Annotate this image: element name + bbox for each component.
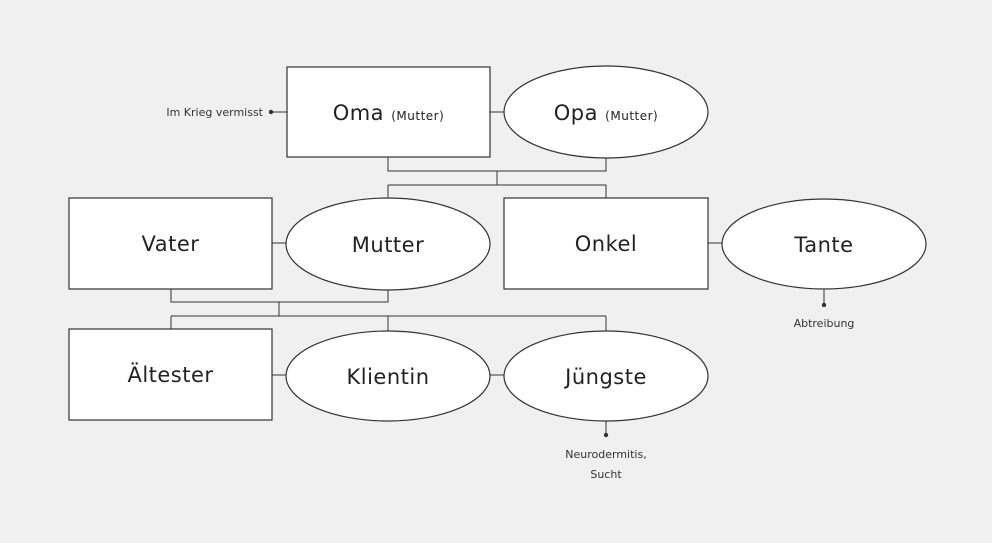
node-label-juengste: Jüngste	[563, 365, 647, 389]
parents-descent-line	[170, 289, 389, 303]
note-juengste-line-1: Neurodermitis,	[565, 448, 646, 461]
node-label-aeltester: Ältester	[127, 362, 213, 387]
male-square-oma	[286, 66, 491, 158]
node-mutter[interactable]: Mutter	[285, 197, 491, 291]
note-tante: Abtreibung	[794, 317, 855, 330]
female-ellipse-opa	[503, 65, 709, 159]
node-label-onkel: Onkel	[575, 232, 638, 256]
node-label-oma: Oma (Mutter)	[333, 101, 445, 125]
node-label-mutter: Mutter	[352, 233, 424, 257]
node-oma[interactable]: Oma (Mutter)	[286, 66, 491, 158]
note-dot-oma	[268, 109, 274, 115]
node-aeltester[interactable]: Ältester	[68, 328, 273, 421]
annotation-leaders	[268, 109, 827, 438]
node-label-vater: Vater	[142, 232, 200, 256]
node-vater[interactable]: Vater	[68, 197, 273, 290]
female-ellipse-mutter	[285, 197, 491, 291]
female-ellipse-juengste	[503, 330, 709, 422]
note-juengste-line-2: Sucht	[590, 468, 622, 481]
node-tante[interactable]: Tante	[721, 198, 927, 290]
male-square-aeltester	[68, 328, 273, 421]
node-klientin[interactable]: Klientin	[285, 330, 491, 422]
node-label-opa: Opa (Mutter)	[554, 101, 658, 125]
node-label-klientin: Klientin	[346, 365, 429, 389]
female-ellipse-klientin	[285, 330, 491, 422]
node-label-tante: Tante	[793, 233, 853, 257]
node-onkel[interactable]: Onkel	[503, 197, 709, 290]
note-dot-tante	[821, 302, 827, 308]
male-square-onkel	[503, 197, 709, 290]
note-dot-juengste	[603, 432, 609, 438]
node-juengste[interactable]: Jüngste	[503, 330, 709, 422]
grandparents-descent-line	[387, 157, 607, 172]
note-oma: Im Krieg vermisst	[166, 106, 263, 119]
connector-lines	[170, 111, 722, 376]
node-opa[interactable]: Opa (Mutter)	[503, 65, 709, 159]
female-ellipse-tante	[721, 198, 927, 290]
male-square-vater	[68, 197, 273, 290]
